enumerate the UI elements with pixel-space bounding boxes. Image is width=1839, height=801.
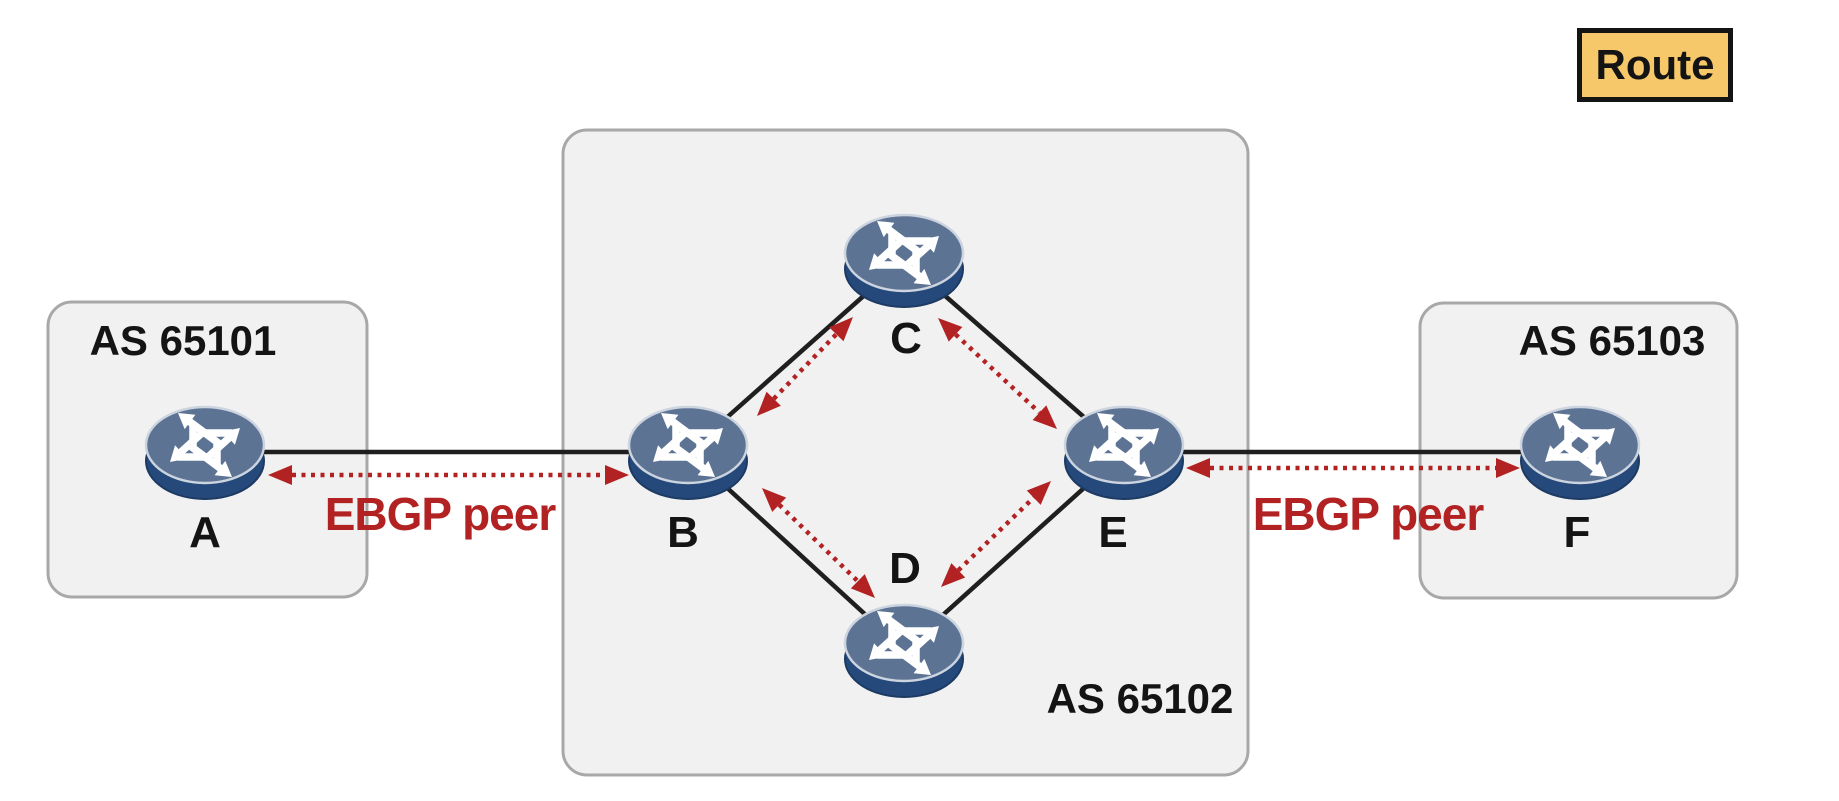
peer-arrowhead [268,465,292,485]
peer-arrowhead [938,318,963,342]
peer-dotted-line [954,332,1041,415]
router-arrowhead [661,413,679,430]
router-arrows-icon [888,624,925,672]
router-label-C: C [890,314,922,363]
router-arrowhead [1553,413,1571,430]
as-label-as-65103: AS 65103 [1519,317,1706,364]
router-E [1063,405,1185,500]
router-arrowhead [653,445,671,462]
router-arrowhead [913,268,931,285]
peer-b-d [762,488,875,598]
router-C [843,213,965,308]
router-label-D: D [889,544,921,593]
as-label-as-65102: AS 65102 [1047,675,1234,722]
peer-arrowhead [605,465,629,485]
peer-e-f: EBGP peer [1186,458,1520,540]
router-arrowhead [1589,460,1607,477]
router-label-A: A [189,508,221,557]
router-arrowhead [913,658,931,675]
peer-session-label: EBGP peer [1253,488,1485,540]
router-arrowhead [1097,413,1115,430]
router-arrows-icon [184,416,221,464]
router-arrowhead [869,643,887,660]
peer-arrowhead [941,563,966,587]
router-top-face [843,603,965,683]
router-arrowhead [877,221,895,238]
router-arrows-icon [1559,416,1596,464]
router-A [144,405,266,500]
router-arrowhead [1089,445,1107,462]
peer-c-e [938,318,1057,429]
router-arrows-icon [888,234,925,282]
router-F [1519,405,1641,500]
router-B [627,405,749,500]
peer-arrowhead [762,488,787,512]
peer-arrowhead [829,317,853,342]
router-arrowhead [877,611,895,628]
router-arrows-icon [672,426,709,474]
router-arrowhead [1545,445,1563,462]
router-arrowhead [697,460,715,477]
router-label-E: E [1098,508,1127,557]
peer-arrowhead [757,391,781,416]
router-label-B: B [667,508,699,557]
router-arrowhead [869,253,887,270]
peer-arrowhead [850,574,875,598]
router-top-face [1063,405,1185,485]
peer-session-label: EBGP peer [325,488,557,540]
peer-b-c [757,317,853,416]
router-arrows-icon [883,614,920,662]
peer-dotted-line [956,496,1036,572]
peer-arrowhead [1186,458,1210,478]
peer-d-e [941,481,1051,587]
router-arrows-icon [1108,426,1145,474]
router-top-face [1519,405,1641,485]
peer-a-b: EBGP peer [268,465,629,540]
router-label-F: F [1564,508,1591,557]
router-D [843,603,965,698]
router-top-face [627,405,749,485]
router-arrowhead [1133,460,1151,477]
route-legend-badge: Route [1577,28,1733,102]
router-arrowhead [214,460,232,477]
router-arrows-icon [667,416,704,464]
as-label-as-65101: AS 65101 [90,317,277,364]
peer-arrowhead [1496,458,1520,478]
peer-arrowhead [1026,481,1051,505]
router-top-face [843,213,965,293]
peer-arrowhead [1032,405,1057,429]
router-top-face [144,405,266,485]
router-arrowhead [178,413,196,430]
router-arrowhead [170,445,188,462]
router-arrows-icon [1564,426,1601,474]
router-arrows-icon [189,426,226,474]
router-arrows-icon [883,224,920,272]
router-arrows-icon [1103,416,1140,464]
